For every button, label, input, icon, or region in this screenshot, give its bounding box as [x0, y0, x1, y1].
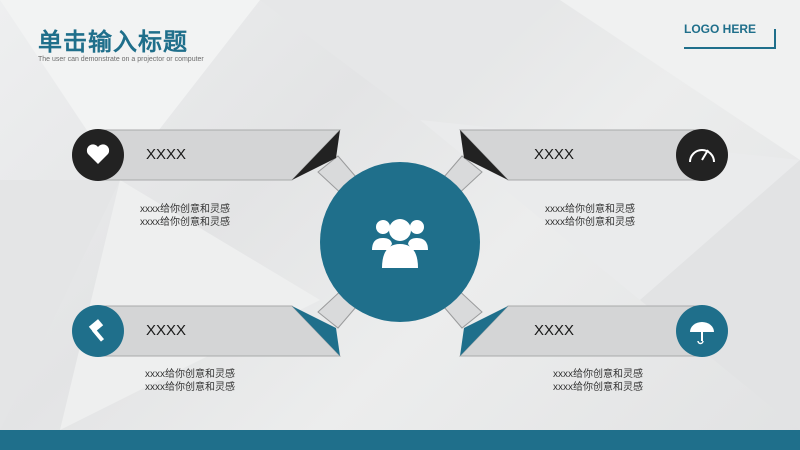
item-label-1: XXXX [146, 146, 187, 163]
page-subtitle: The user can demonstrate on a projector … [38, 56, 204, 63]
icon-circle-3 [72, 305, 124, 357]
icon-circle-2 [676, 129, 728, 181]
speedometer-icon [689, 149, 715, 163]
bottom-bar [0, 430, 800, 450]
logo: LOGO HERE [684, 22, 757, 36]
item-desc-3-line2: xxxx给你创意和灵感 [145, 382, 235, 393]
item-bar-3 [95, 305, 342, 357]
team-icon [372, 219, 428, 268]
item-label-2: XXXX [534, 146, 575, 163]
item-desc-1-line2: xxxx给你创意和灵感 [140, 217, 230, 228]
item-desc-4-line2: xxxx给你创意和灵感 [553, 382, 643, 393]
page-title: 单击输入标题 [38, 29, 188, 56]
item-desc-3: xxxx给你创意和灵感 xxxx给你创意和灵感 [120, 368, 260, 394]
item-desc-1-line1: xxxx给你创意和灵感 [140, 204, 230, 215]
gavel-icon [88, 319, 105, 342]
item-desc-4-line1: xxxx给你创意和灵感 [553, 369, 643, 380]
item-desc-1: xxxx给你创意和灵感 xxxx给你创意和灵感 [115, 203, 255, 229]
item-label-3: XXXX [146, 322, 187, 339]
item-label-4: XXXX [534, 322, 575, 339]
item-desc-2-line2: xxxx给你创意和灵感 [545, 217, 635, 228]
item-desc-2: xxxx给你创意和灵感 xxxx给你创意和灵感 [520, 203, 660, 229]
item-bar-1 [95, 129, 342, 181]
umbrella-icon [690, 322, 714, 345]
item-desc-4: xxxx给你创意和灵感 xxxx给你创意和灵感 [528, 368, 668, 394]
item-desc-3-line1: xxxx给你创意和灵感 [145, 369, 235, 380]
center-circle [320, 162, 480, 322]
item-bar-4 [458, 305, 705, 357]
item-desc-2-line1: xxxx给你创意和灵感 [545, 204, 635, 215]
heart-icon [86, 144, 110, 164]
logo-frame [684, 29, 776, 49]
item-bar-2 [458, 129, 705, 181]
